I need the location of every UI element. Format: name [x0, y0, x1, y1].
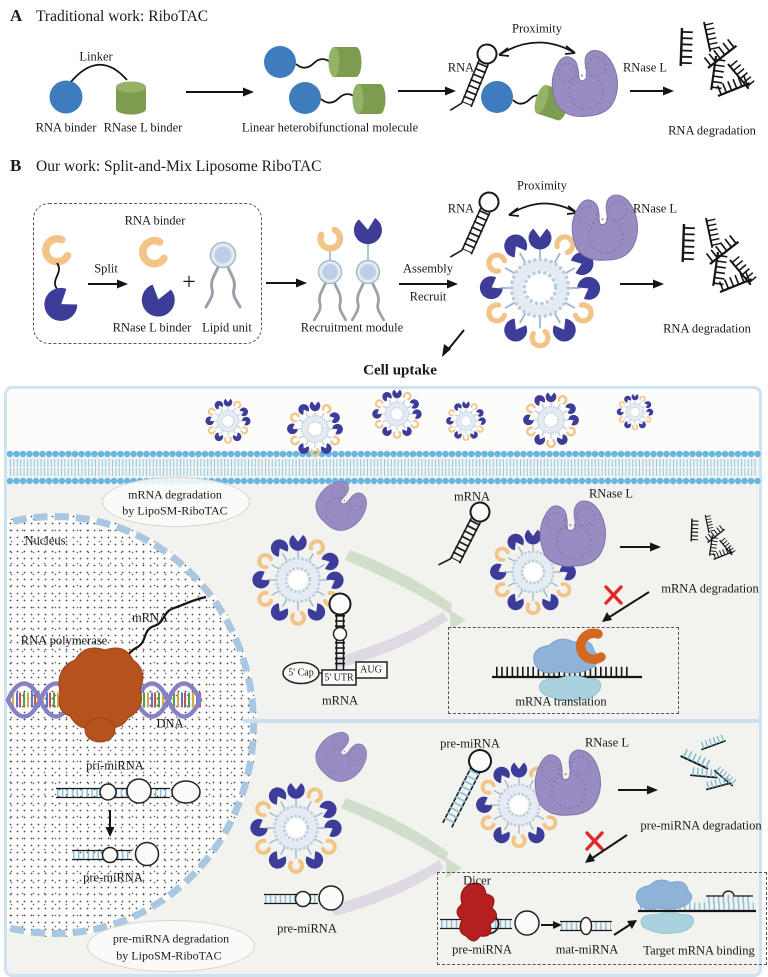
panel-b-title: Our work: Split-and-Mix Liposome RiboTAC [36, 158, 322, 175]
plus-sign: + [182, 269, 196, 296]
label-nucleus: Nucleus [24, 533, 66, 548]
label-rna-binder-b: RNA binder [124, 213, 186, 228]
rnasel-binder-icon [116, 81, 146, 115]
label-pri-mirna: pri-miRNA [86, 758, 144, 773]
liposome-icon [476, 229, 605, 347]
mrna-translation-box [448, 627, 679, 714]
label-linker: Linker [79, 49, 113, 64]
label-aug: AUG [360, 664, 382, 676]
label-rnasel-binder-b: RNase L binder [112, 320, 192, 335]
label-premirna-degradation: pre-miRNA degradation [640, 818, 762, 833]
label-pre-mirna-nucleus: pre-miRNA [83, 870, 143, 885]
label-rnase-l-b: RNase L [632, 201, 678, 216]
premirna-degradation-cloud [87, 920, 255, 972]
label-dicer: Dicer [463, 873, 491, 888]
label-split: Split [94, 261, 118, 276]
cloud-premirna-line1: pre-miRNA degradation [112, 931, 230, 946]
label-assembly: Assembly [403, 261, 453, 276]
label-rna-degradation-b: RNA degradation [663, 321, 751, 336]
label-rna-binder: RNA binder [35, 120, 97, 135]
label-rnasel-binder: RNase L binder [103, 120, 183, 135]
mrna-degradation-cloud [102, 477, 250, 527]
label-linear-molecule: Linear heterobifunctional molecule [241, 120, 419, 135]
label-mrna-nucleus: mRNA [131, 610, 169, 625]
rna-fragments-icon [683, 217, 755, 292]
label-proximity-b: Proximity [516, 178, 568, 193]
label-rna-polymerase: RNA polymerase [20, 633, 108, 648]
label-rnase-l-mrna: RNase L [588, 486, 634, 501]
cloud-premirna-line2: by LipoSM-RiboTAC [116, 948, 222, 963]
label-rna-degradation-a: RNA degradation [668, 123, 756, 138]
panel-a-letter: A [10, 6, 23, 25]
cloud-mrna-line1: mRNA degradation [128, 487, 222, 502]
cloud-mrna-line2: by LipoSM-RiboTAC [122, 503, 228, 518]
label-proximity-a: Proximity [511, 21, 563, 36]
rnase-l-protein-icon [568, 192, 642, 265]
label-rnase-l-premirna: RNase L [584, 735, 630, 750]
label-recruit: Recruit [409, 289, 447, 304]
label-mrna-degradation: mRNA degradation [661, 581, 759, 596]
label-mrna-translation: mRNA translation [515, 694, 607, 709]
label-pre-mirna-box: pre-miRNA [452, 942, 512, 957]
rnase-l-protein-icon [546, 46, 623, 122]
split-components-box [33, 203, 262, 344]
section-divider [243, 719, 759, 723]
label-5cap: 5' Cap [288, 667, 314, 679]
label-mat-mirna: mat-miRNA [555, 942, 619, 957]
extracellular-strip [7, 389, 759, 451]
rna-hairpin-icon [450, 40, 499, 118]
label-mrna-structure: mRNA [321, 693, 359, 708]
proximity-arrow-icon [498, 45, 576, 57]
cell-region [4, 386, 762, 977]
label-5utr: 5' UTR [324, 672, 354, 684]
label-mrna-complex: mRNA [453, 489, 491, 504]
rna-fragments-icon [681, 21, 753, 96]
label-rna-a: RNA [447, 60, 475, 75]
label-target-mrna-binding: Target mRNA binding [643, 943, 755, 958]
rna-hairpin-icon [450, 188, 501, 266]
label-dna: DNA [156, 716, 184, 731]
label-rnase-l-a: RNase L [622, 60, 668, 75]
proximity-arrow-icon [508, 205, 578, 217]
label-lipid-unit: Lipid unit [202, 320, 252, 335]
cell-uptake-arrow [442, 329, 465, 357]
dicer-pathway-box [437, 872, 767, 965]
label-pre-mirna-left: pre-miRNA [277, 921, 337, 936]
label-pre-mirna-complex: pre-miRNA [440, 736, 500, 751]
label-recruitment-module: Recruitment module [300, 320, 404, 335]
label-rna-b: RNA [447, 201, 475, 216]
label-cell-uptake: Cell uptake [363, 362, 437, 379]
panel-b-letter: B [10, 156, 22, 175]
recruitment-module-icon [312, 217, 386, 322]
panel-a-title: Traditional work: RiboTAC [36, 8, 209, 25]
rna-binder-icon [49, 80, 83, 114]
